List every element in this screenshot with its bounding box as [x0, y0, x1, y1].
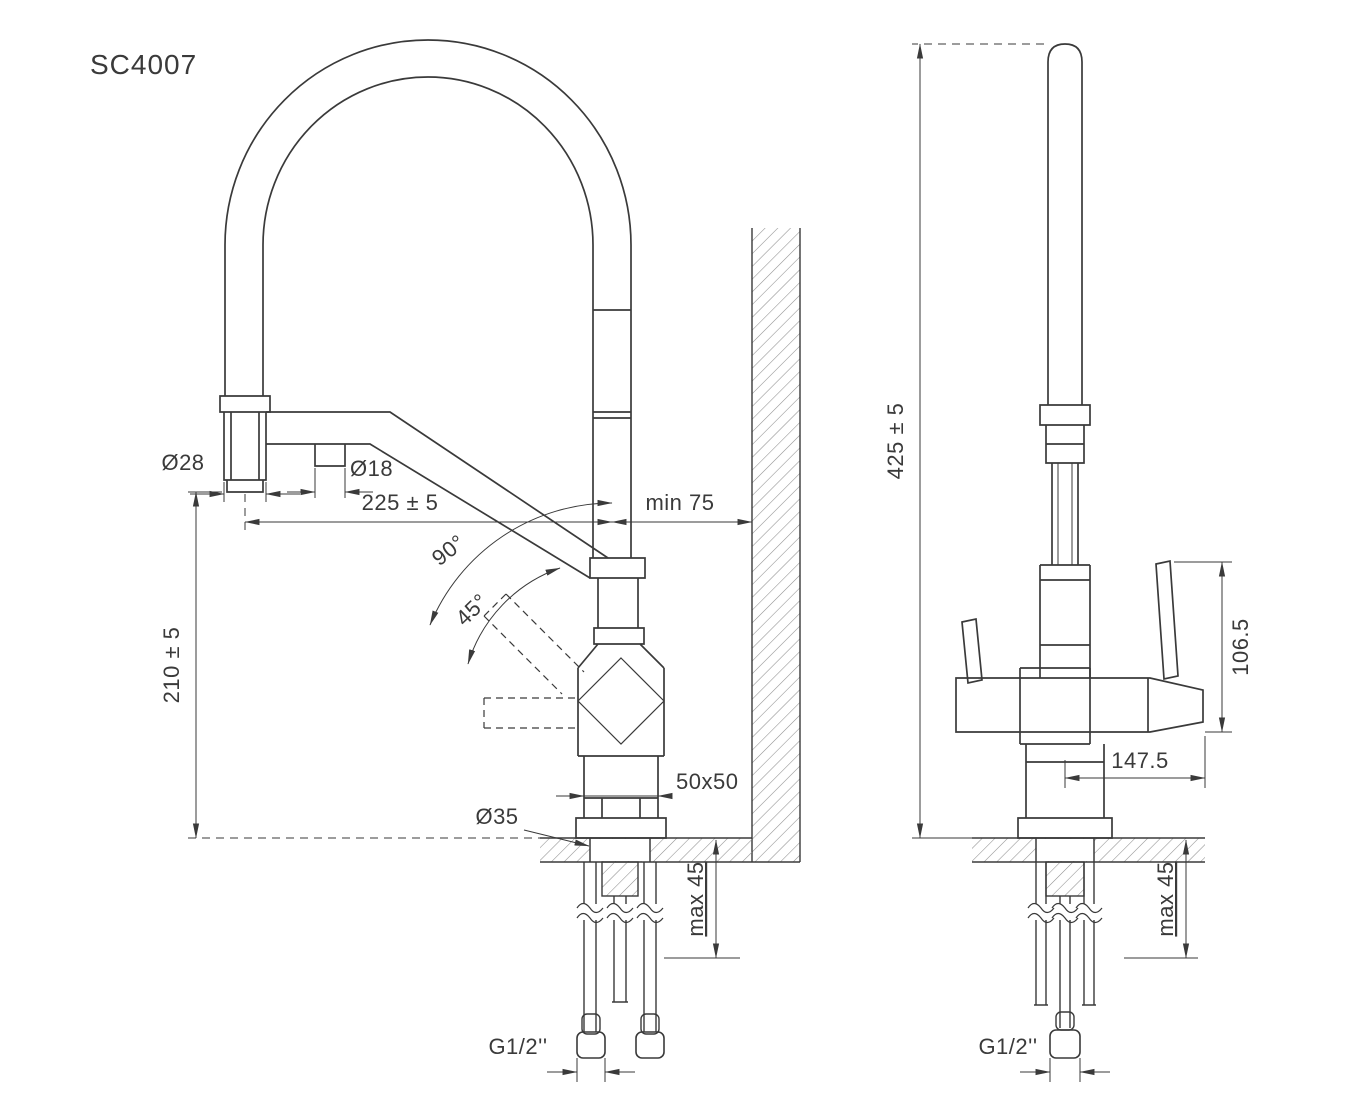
dim-swivel-90-label: 90°: [427, 530, 470, 571]
dim-total-height-label: 425 ± 5: [883, 403, 908, 480]
counter-hole-front: [1036, 839, 1094, 861]
dim-max-deck-side-label: max 45: [683, 861, 708, 936]
swivel-arc-90: [429, 499, 613, 626]
hose-break-squiggles-front: [1027, 902, 1103, 924]
dim-thread-front-label: G1/2'': [978, 1034, 1037, 1059]
body-diamond-detail: [577, 657, 665, 745]
dashed-extensions-side: [188, 494, 540, 839]
mounting-hole-leader: [523, 829, 590, 847]
dim-handle-height-label: 106.5: [1228, 618, 1253, 676]
riser-pipe-inner-lines: [1057, 463, 1073, 565]
swivel-arc-45: [467, 567, 561, 665]
hose-end-cap-2: [640, 1013, 660, 1035]
dim-aerator-diameter-label: Ø18: [350, 456, 393, 481]
riser-pipe: [1039, 43, 1091, 678]
dim-spout-diameter-label: Ø28: [161, 450, 204, 475]
front-view: [955, 43, 1205, 1059]
side-view-dimensions: [188, 468, 753, 1082]
supply-hoses-side: [583, 862, 657, 1032]
dim-mounting-hole-label: Ø35: [475, 804, 518, 829]
hose-nut-2: [635, 1031, 665, 1059]
mounting-stud-side: [601, 861, 639, 897]
hose-nut-front: [1049, 1029, 1081, 1059]
dim-max-deck-front-label: max 45: [1153, 861, 1178, 936]
spout-position-dashed: [483, 593, 585, 729]
wall-edges: [751, 228, 801, 862]
dim-outlet-height-label: 210 ± 5: [159, 627, 184, 704]
labels: SC4007 Ø28 Ø18 225 ± 5 min 75 90° 45° 21…: [90, 49, 1253, 1059]
spout-head: [219, 395, 271, 493]
dim-spout-reach-label: 225 ± 5: [362, 490, 439, 515]
extension-lines-front: [912, 561, 1232, 1082]
model-number: SC4007: [90, 49, 197, 80]
wall-hatch: [752, 228, 800, 862]
hose-break-squiggles-side: [576, 902, 664, 924]
front-view-dimensions: [912, 43, 1232, 1082]
side-view: [219, 39, 801, 1059]
hose-end-cap-front: [1055, 1011, 1075, 1031]
dim-body-section-label: 50x50: [676, 769, 738, 794]
mounting-stud-front: [1045, 861, 1085, 897]
gooseneck-outline: [224, 39, 632, 579]
handle-levers: [961, 559, 1179, 685]
dim-thread-side-label: G1/2'': [488, 1034, 547, 1059]
counter-hole-side: [590, 839, 650, 861]
dim-min-wall-distance-label: min 75: [645, 490, 714, 515]
hose-end-cap-1: [581, 1013, 601, 1035]
dim-handle-reach-label: 147.5: [1111, 748, 1169, 773]
hose-nut-1: [576, 1031, 606, 1059]
supply-hoses-front: [1034, 862, 1096, 1028]
